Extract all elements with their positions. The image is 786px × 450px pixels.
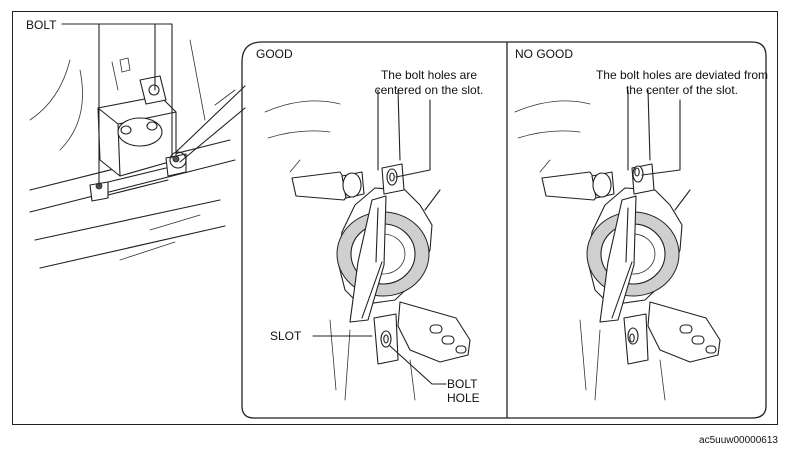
overview-drawing (29, 23, 246, 269)
figure-frame (12, 11, 778, 425)
bolt-label: BOLT (26, 18, 57, 32)
no-good-panel-title: NO GOOD (515, 47, 574, 61)
figure-id: ac5uuw00000613 (699, 435, 778, 446)
no-good-drawing (514, 89, 721, 401)
good-panel-title: GOOD (256, 47, 293, 61)
slot-label: SLOT (270, 329, 302, 343)
no-good-panel-note: The bolt holes are deviated from the cen… (595, 68, 769, 97)
good-panel-note: The bolt holes are centered on the slot. (374, 68, 484, 97)
bolt-hole-label: BOLT HOLE (447, 377, 480, 405)
comparison-panel-border (241, 41, 767, 419)
good-drawing (264, 89, 471, 401)
